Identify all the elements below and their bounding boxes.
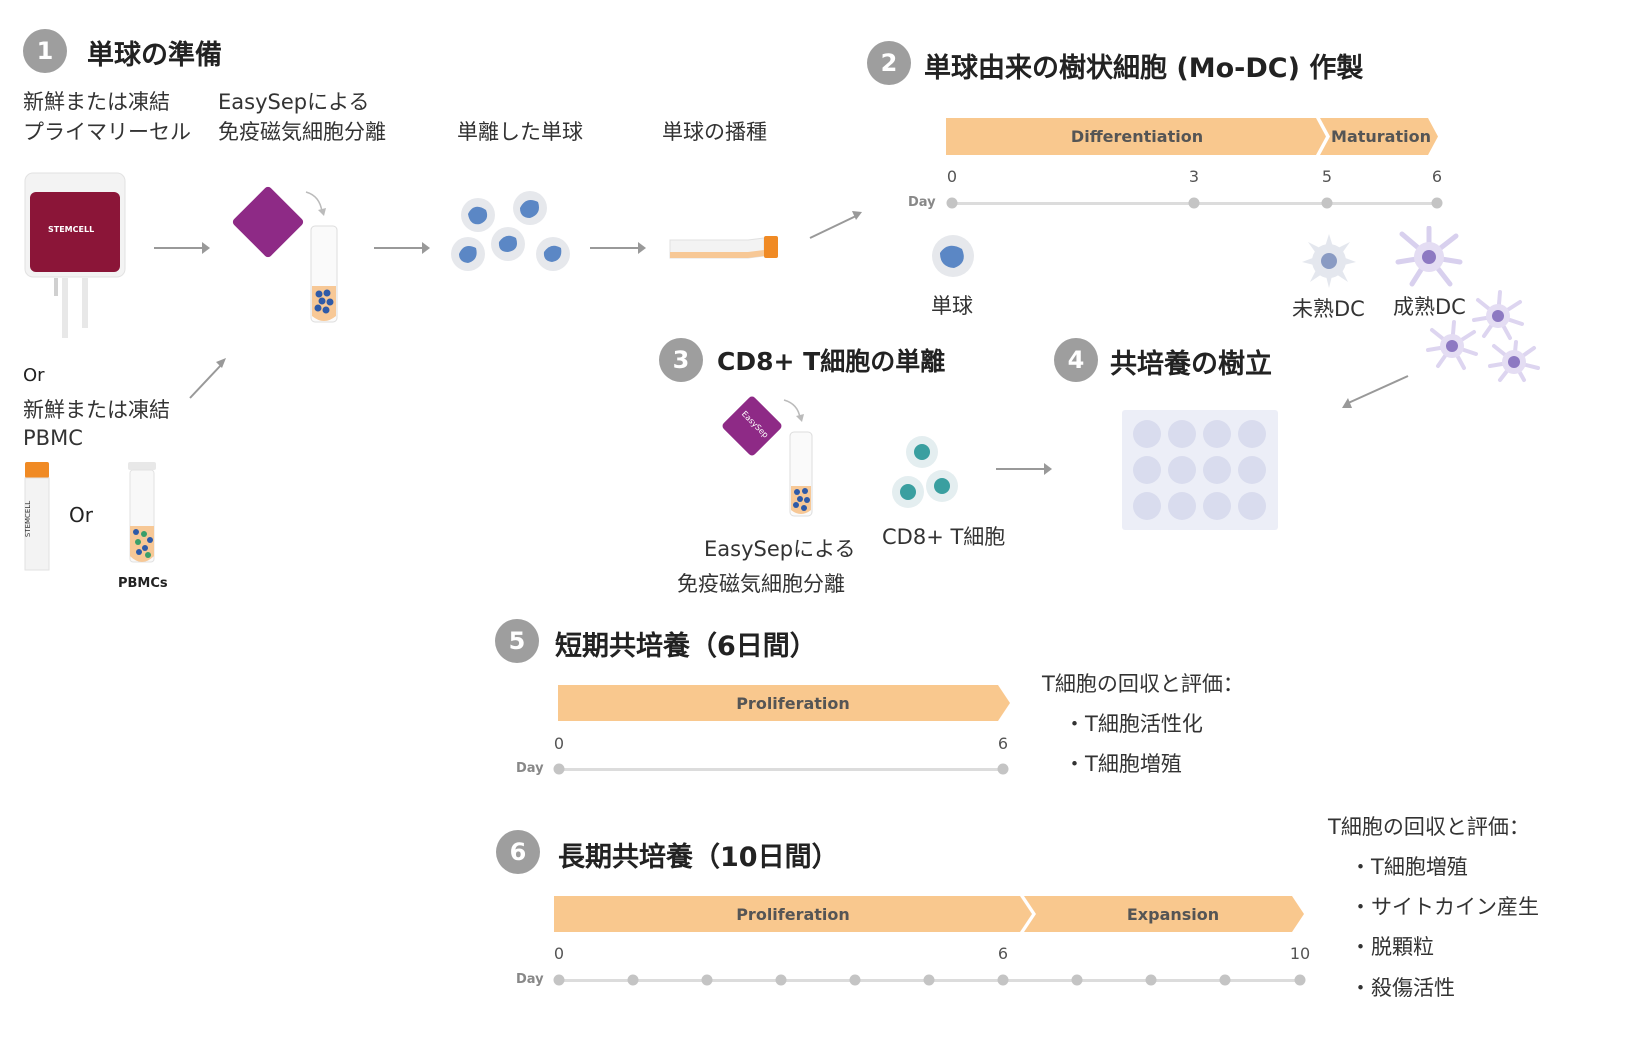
isolated-monocyte-label: 単離した単球 xyxy=(457,120,583,144)
day-tick: 6 xyxy=(997,944,1009,963)
vial-brand-label: STEMCELL xyxy=(24,500,33,538)
expansion-label: Expansion xyxy=(1126,905,1220,924)
immature-dc-label: 未熟DC xyxy=(1292,297,1365,321)
step-badge-2: 2 xyxy=(867,41,911,85)
timeline-dot xyxy=(627,974,639,986)
step-badge-3: 3 xyxy=(659,338,703,382)
pbmc-vial-icon: STEMCELL xyxy=(22,460,52,572)
blood-bag-icon: STEMCELL xyxy=(24,172,126,342)
day-tick: 5 xyxy=(1321,167,1333,186)
step3-title: CD8+ T細胞の単離 xyxy=(717,347,946,376)
timeline-dot xyxy=(553,974,565,986)
step-badge-5: 5 xyxy=(495,619,539,663)
timeline-dot xyxy=(849,974,861,986)
proliferation-phase-bar xyxy=(558,685,1010,721)
proliferation-label: Proliferation xyxy=(736,694,850,713)
culture-flask-icon xyxy=(668,228,788,270)
arrow-diagonal-down-icon xyxy=(1342,375,1409,408)
seeding-label: 単球の播種 xyxy=(662,120,767,144)
monocyte-icon xyxy=(930,233,976,279)
eval-title-long: T細胞の回収と評価： xyxy=(1328,815,1530,839)
step2-title: 単球由来の樹状細胞 (Mo-DC) 作製 xyxy=(924,53,1364,84)
arrow-diagonal-up-icon xyxy=(189,358,226,399)
day-tick: 6 xyxy=(1431,167,1443,186)
eval-item: ・T細胞活性化 xyxy=(1064,712,1203,736)
timeline-dot xyxy=(923,974,935,986)
differentiation-label: Differentiation xyxy=(1070,127,1204,146)
monocyte-cluster-icon xyxy=(450,190,575,280)
pbmcs-label: PBMCs xyxy=(118,576,168,591)
timeline-dot xyxy=(701,974,713,986)
step1-title: 単球の準備 xyxy=(87,40,222,71)
timeline-dot xyxy=(1071,974,1083,986)
pbmc-fresh-frozen-label: 新鮮または凍結 xyxy=(23,398,170,422)
step-badge-4: 4 xyxy=(1054,338,1098,382)
arrow-right-icon xyxy=(374,242,430,254)
timeline-dot xyxy=(946,197,958,209)
step-badge-1: 1 xyxy=(23,29,67,73)
timeline-dot xyxy=(1431,197,1443,209)
magnetic-separation-label-1: 免疫磁気細胞分離 xyxy=(218,120,386,144)
easysep-label-1: EasySepによる xyxy=(218,90,370,114)
well-plate-icon xyxy=(1122,410,1278,530)
day-tick: 3 xyxy=(1188,167,1200,186)
proliferation-phase-bar xyxy=(554,896,1032,932)
day-tick: 10 xyxy=(1289,944,1311,963)
step4-title: 共培養の樹立 xyxy=(1110,349,1272,380)
day-tick: 6 xyxy=(997,734,1009,753)
cd8-tcell-label: CD8+ T細胞 xyxy=(882,525,1006,549)
day-tick: 0 xyxy=(553,944,565,963)
eval-item: ・脱顆粒 xyxy=(1350,935,1434,959)
arrow-right-icon xyxy=(154,242,210,254)
proliferation-label: Proliferation xyxy=(736,905,850,924)
pbmc-label: PBMC xyxy=(23,426,83,450)
or-label-2: Or xyxy=(69,503,93,527)
day-axis-label: Day xyxy=(516,761,544,776)
step-badge-6: 6 xyxy=(496,830,540,874)
magnetic-separation-label-3: 免疫磁気細胞分離 xyxy=(677,572,845,596)
day-tick: 0 xyxy=(553,734,565,753)
primary-cell-label: プライマリーセル xyxy=(23,120,191,144)
day-axis-label: Day xyxy=(908,195,936,210)
immature-dc-icon xyxy=(1300,232,1358,290)
easysep-label-3: EasySepによる xyxy=(704,537,856,561)
timeline-dot xyxy=(1294,974,1306,986)
easysep-magnet-icon: EasySep xyxy=(718,390,818,520)
pbmc-tube-icon xyxy=(126,460,158,570)
arrow-right-icon xyxy=(590,242,646,254)
eval-item: ・T細胞増殖 xyxy=(1064,752,1182,776)
timeline-line xyxy=(559,768,1003,771)
mature-dc-label: 成熟DC xyxy=(1393,295,1466,319)
bag-brand-label: STEMCELL xyxy=(48,225,95,234)
eval-title-short: T細胞の回収と評価： xyxy=(1042,672,1244,696)
mature-dc-icon xyxy=(1394,225,1464,288)
maturation-label: Maturation xyxy=(1331,127,1431,146)
timeline-dot xyxy=(553,763,565,775)
eval-item: ・サイトカイン産生 xyxy=(1350,895,1539,919)
mature-dc-cluster-icon xyxy=(1420,288,1545,384)
differentiation-phase-bar xyxy=(946,118,1326,155)
expansion-phase-bar xyxy=(1024,896,1304,932)
fresh-frozen-label-1: 新鮮または凍結 xyxy=(23,90,170,114)
day-tick: 0 xyxy=(946,167,958,186)
step5-title: 短期共培養（6日間） xyxy=(555,631,817,662)
timeline-dot xyxy=(775,974,787,986)
eval-item: ・T細胞増殖 xyxy=(1350,855,1468,879)
timeline-dot xyxy=(997,763,1009,775)
arrow-diagonal-up-icon xyxy=(809,211,862,239)
monocyte-label: 単球 xyxy=(931,294,973,318)
cd8-tcell-cluster-icon xyxy=(890,434,962,510)
arrow-right-icon xyxy=(996,463,1052,475)
timeline-dot xyxy=(1188,197,1200,209)
easysep-magnet-icon xyxy=(228,180,348,330)
timeline-dot xyxy=(1321,197,1333,209)
timeline-dot xyxy=(997,974,1009,986)
or-label-1: Or xyxy=(23,365,45,386)
maturation-phase-bar xyxy=(1320,118,1438,155)
day-axis-label: Day xyxy=(516,972,544,987)
timeline-dot xyxy=(1145,974,1157,986)
eval-item: ・殺傷活性 xyxy=(1350,976,1455,1000)
step6-title: 長期共培養（10日間） xyxy=(558,842,839,873)
timeline-dot xyxy=(1219,974,1231,986)
